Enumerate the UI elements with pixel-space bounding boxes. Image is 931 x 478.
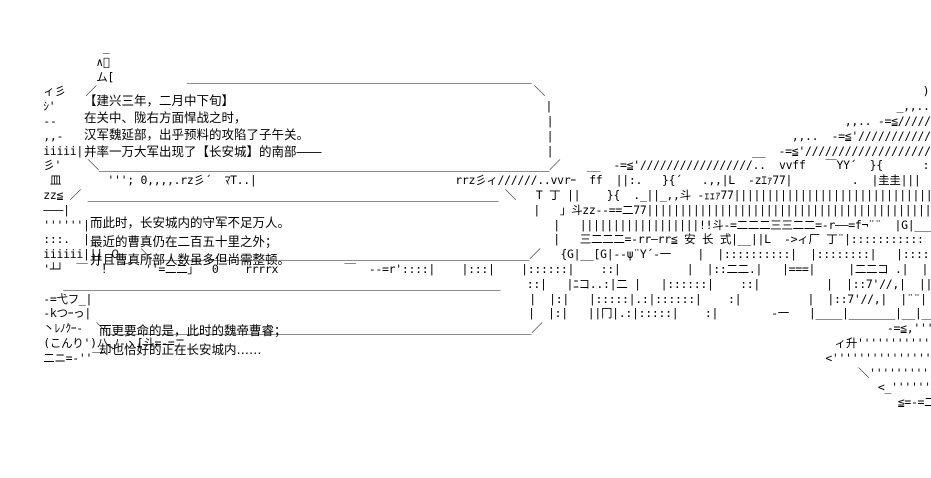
ascii-art-line: 皿 '''; 0,,,,.rz彡´ ﾏT..| rrz彡ィ//////..vvr… <box>30 173 931 188</box>
caption-1-line-3: 汉军魏延部，出乎预料的攻陷了子午关。 <box>84 127 310 142</box>
caption-1-line-1: 【建兴三年，二月中下旬】 <box>84 93 235 108</box>
ascii-art-line: ''''''| | ||||||||||||||||||!!斗-=二二二三三二二… <box>30 217 931 232</box>
ascii-art-line: ,,- | ,,.. -=≦'//////////////////衍//三彡イ … <box>43 128 931 143</box>
ascii-art-line: :::. | | 三二二二=-rr―rr≦ 安 长 式|__||L ->ィ厂 丁… <box>43 232 924 247</box>
ascii-art-line: 丶ﾚﾉｸｰ- ＼________________________________… <box>30 321 931 336</box>
ascii-art-line: -kつｰっ| | |:| ||冂|.:|:::::| :| -一 |____|_… <box>43 306 931 321</box>
ascii-art-line: ________________________________________… <box>63 276 931 291</box>
ascii-art-line: ィ彡 ／ ＼ ))=ミ× <box>30 84 931 99</box>
caption-1-line-2: 在关中、陇右方面悍战之时， <box>84 110 247 125</box>
ascii-art-line: _ <box>30 40 110 54</box>
ascii-art-line: ｼ' | _,,.. ｰzz彡ィ( .|| <box>43 99 930 114</box>
ascii-art-line: ∧ﾞ <box>30 54 110 69</box>
caption-3-line-1: 而更要命的是，此时的魏帝曹睿； <box>99 323 287 338</box>
ascii-art-line: ≦=-=二'';;/ <box>30 395 931 410</box>
ascii-art-line: ＼''''''''''''''''''''' <box>30 365 931 380</box>
caption-3-line-2: 却也恰好的正在长安城内…… <box>99 342 262 357</box>
ascii-art-line: -- | ,,.. -=≦//////////|::|爪_ィ=× .|| <box>43 114 931 128</box>
ascii-art-line: (こんり')ﾉ乀ﾉ-ヽ[斗=-=ニ ィ升''''''''''''''''''''… <box>30 336 931 350</box>
caption-2-line-2: 最近的曹真仍在二百五十里之外； <box>90 234 278 249</box>
ascii-art-line: iiiii| | __ -=≦'////////////////////, --… <box>43 143 931 158</box>
ascii-art-line: -=弋フ_| | |:| |:::::|.:|::::::| :| | |::7… <box>43 291 927 306</box>
ascii-art-line: ―――| | 」斗zz--==二77||||||||||||||||||||||… <box>43 202 931 217</box>
ascii-art-line: ム[ _____________________________________… <box>30 69 532 84</box>
caption-2-line-3: 并且曹真所部人数虽多但尚需整顿。 <box>90 252 291 267</box>
caption-1-line-4: 并率一万大军出现了【长安城】的南部―― <box>84 144 322 159</box>
caption-2-line-1: 而此时，长安城内的守军不足万人。 <box>90 215 291 230</box>
ascii-art-line: 二ニ=-''￣ <'''''''''''''''''''''''''' <box>30 350 931 365</box>
ascii-art-line: zz≦ ／ __________________________________… <box>43 188 931 202</box>
ascii-art-line: <_'''''''''''''''''' <box>30 380 931 395</box>
ascii-art-line: '┴┘ ￣ `! ￣ ''=二二」 0 rrrrx ￣ --=r'::::| |… <box>30 262 931 276</box>
ascii-art-line: 彡' ＼____________________________________… <box>43 158 931 173</box>
ascii-art-line: iiiiii||| ０ ＼___________________________… <box>43 247 931 262</box>
